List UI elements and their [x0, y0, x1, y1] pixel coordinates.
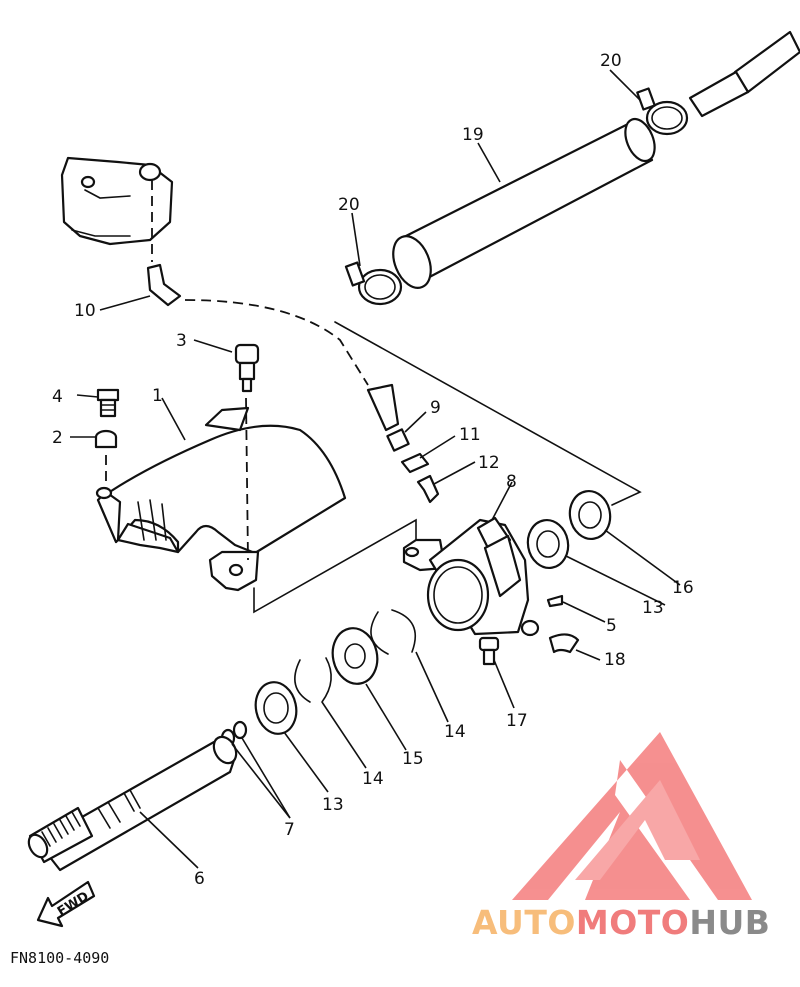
fwd-direction-arrow: FWD: [36, 880, 96, 928]
callout-13-right: 13: [642, 598, 664, 618]
callout-11: 11: [459, 425, 481, 445]
callout-12: 12: [478, 453, 500, 473]
watermark-text: AUTOMOTOHUB: [472, 903, 770, 942]
watermark-auto: AUTO: [472, 903, 576, 942]
bearing-stack: [220, 609, 417, 748]
bearings-right: [526, 490, 612, 569]
callout-15: 15: [402, 749, 424, 769]
bolt-and-collar: [94, 388, 120, 449]
figure-code: FN8100-4090: [10, 949, 109, 967]
bearing-housing: [402, 516, 540, 637]
watermark-hub: HUB: [689, 903, 770, 942]
callout-10: 10: [74, 301, 96, 321]
callout-6: 6: [194, 869, 205, 889]
watermark-moto: MOTO: [576, 903, 689, 942]
drive-shaft: [27, 735, 238, 872]
shaft-housing: [95, 397, 417, 614]
callout-1: 1: [152, 386, 163, 406]
leader-lines: [70, 69, 681, 869]
automotohub-logo-mark: [512, 732, 752, 900]
small-parts: [478, 594, 580, 666]
callout-16: 16: [672, 578, 694, 598]
callout-18: 18: [604, 650, 626, 670]
callout-8: 8: [506, 472, 517, 492]
callout-3: 3: [176, 331, 187, 351]
svg-text:AUTOMOTOHUB: AUTOMOTOHUB: [472, 903, 770, 942]
callout-labels: 1 2 3 4 5 6 7 8 9 10 11 12 13 13 13 14 1…: [52, 51, 694, 889]
callout-2: 2: [52, 428, 63, 448]
callout-9: 9: [430, 398, 441, 418]
callout-20-top: 20: [600, 51, 622, 71]
callout-14-left: 14: [362, 769, 384, 789]
callout-5: 5: [606, 616, 617, 636]
callout-13-left: 13: [322, 795, 344, 815]
callout-17: 17: [506, 711, 528, 731]
callout-14-right: 14: [444, 722, 466, 742]
callout-20-left: 20: [338, 195, 360, 215]
callout-19: 19: [462, 125, 484, 145]
shaft-tube-assembly: [334, 30, 800, 506]
callout-4: 4: [52, 387, 63, 407]
grease-nipple: [234, 343, 260, 393]
callout-7: 7: [284, 820, 295, 840]
hose-assembly: [60, 156, 440, 504]
